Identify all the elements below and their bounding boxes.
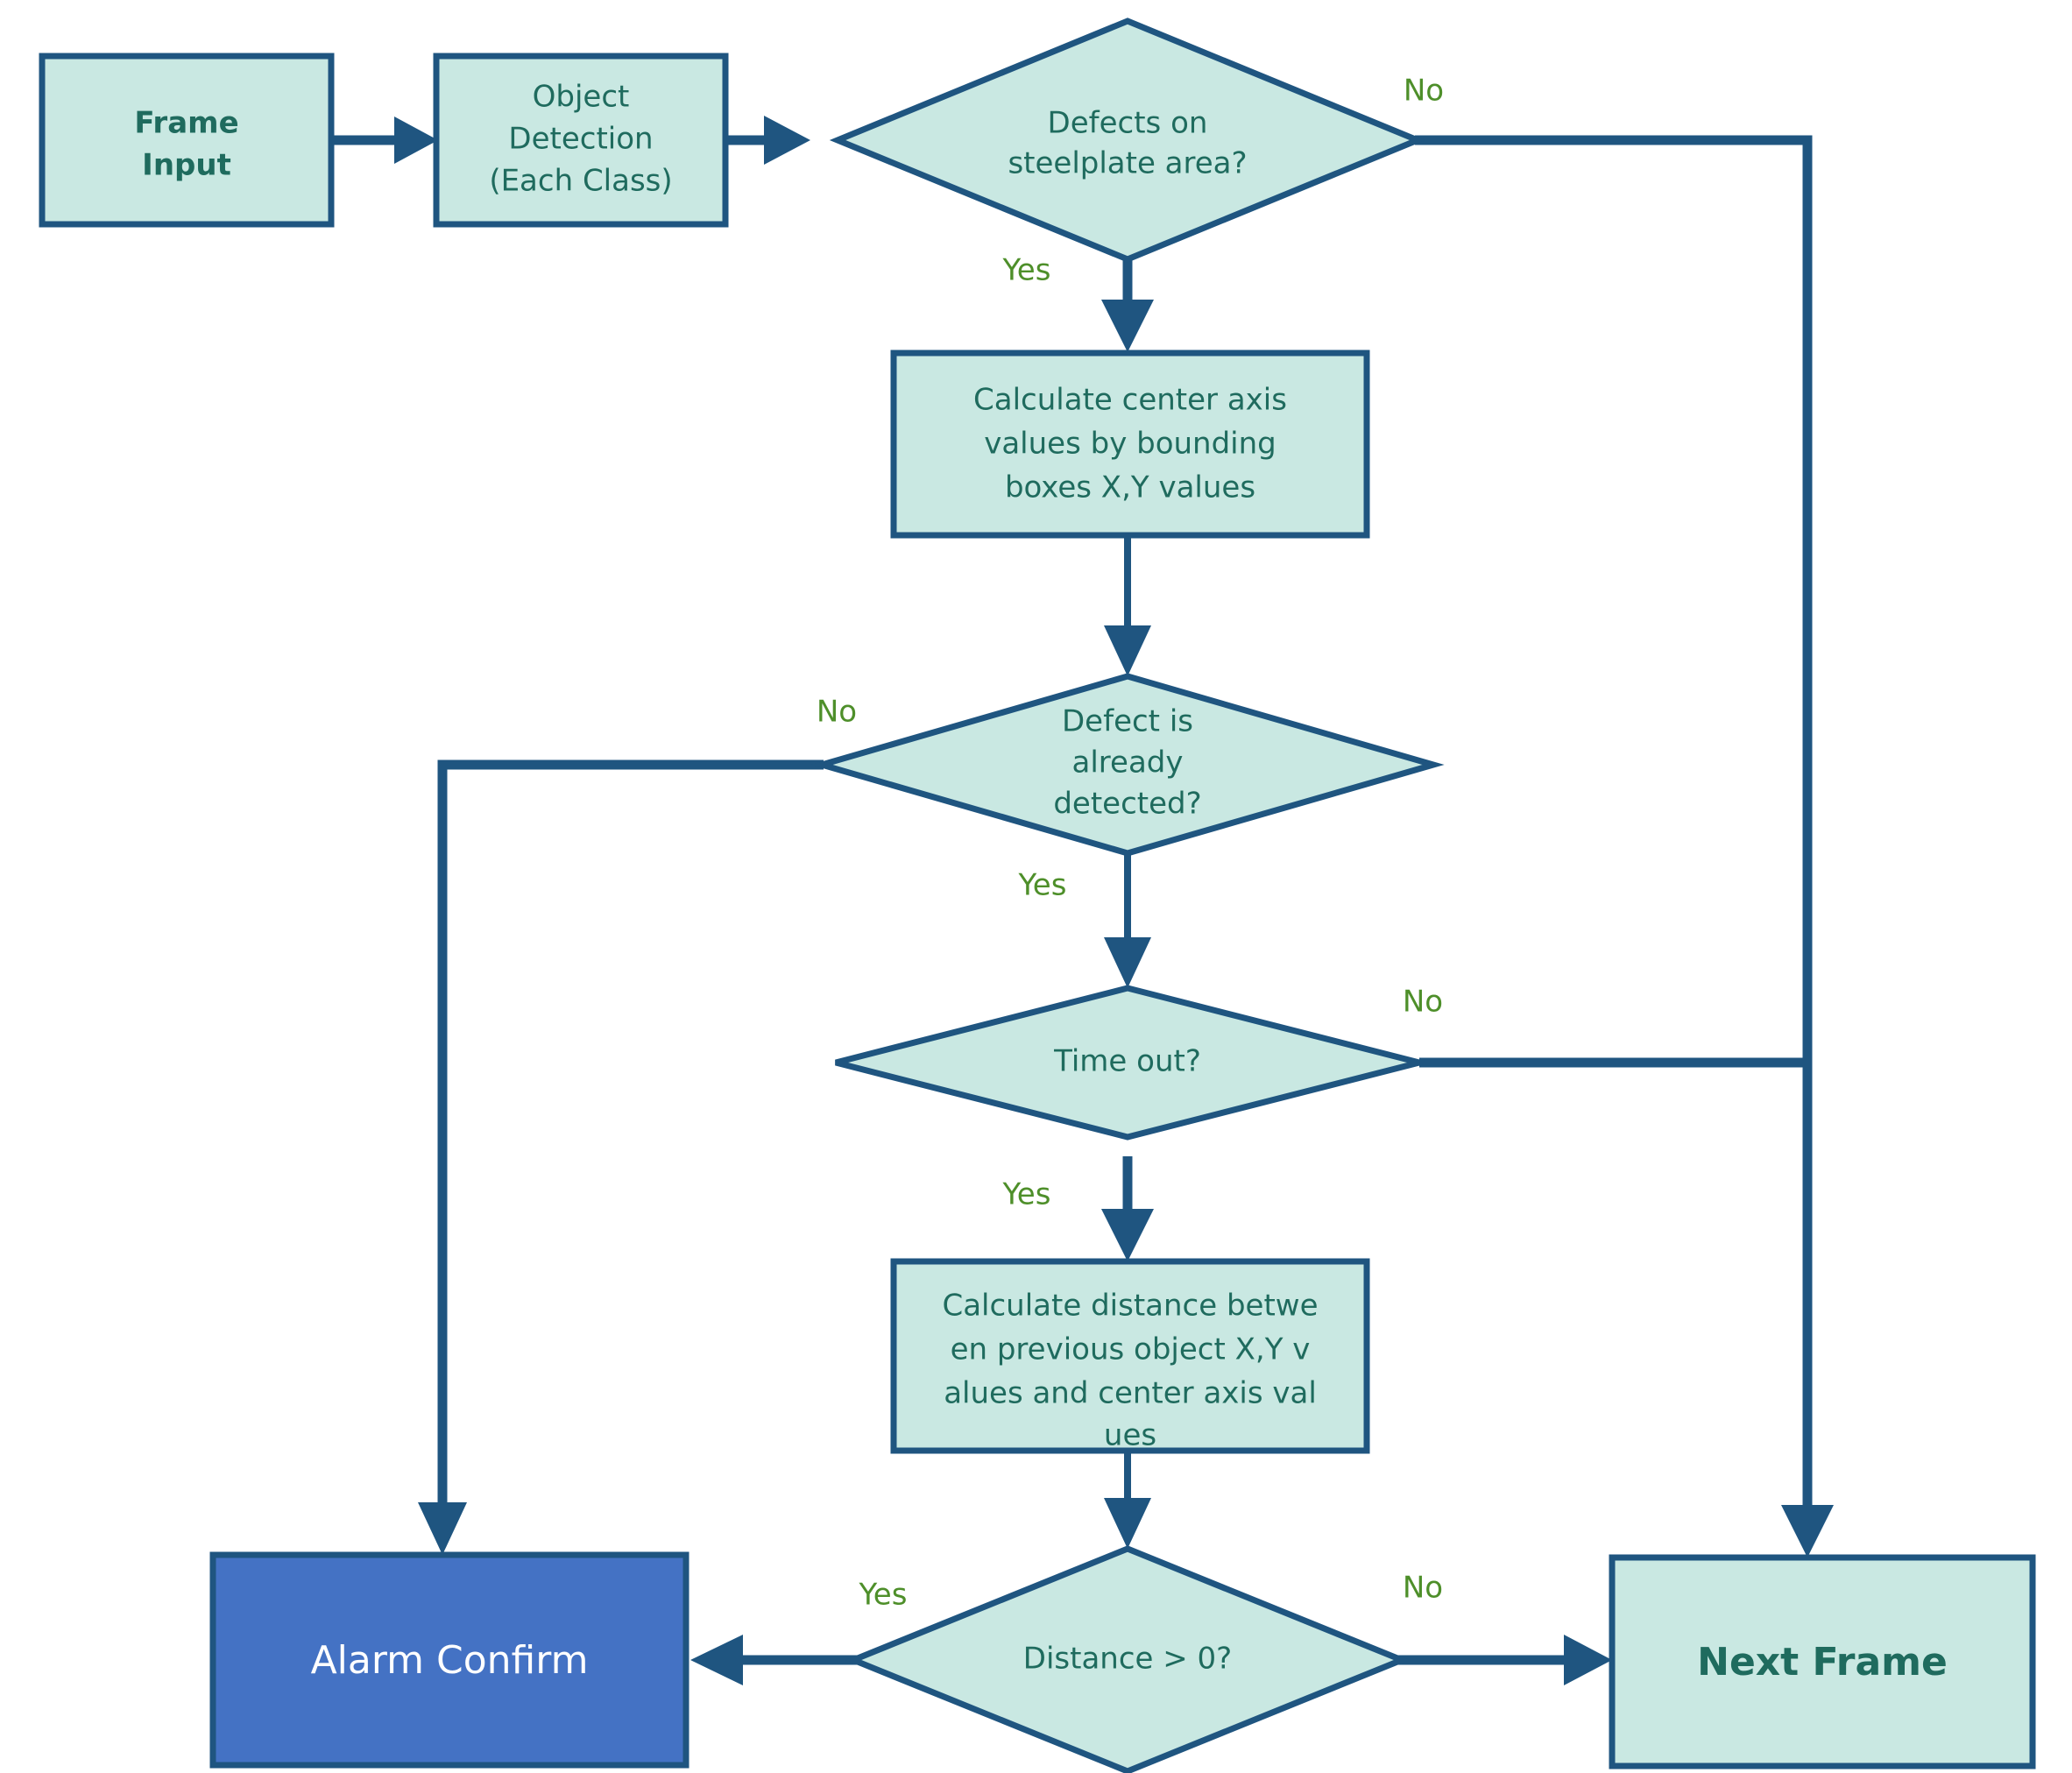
node-timeout-decision[interactable]: Time out? — [835, 985, 1420, 1141]
edge-label-already-detected-yes: Yes — [1018, 868, 1067, 903]
edge-object-detection-to-defects-decision — [727, 116, 810, 165]
node-frame-input[interactable]: Frame Input — [39, 53, 335, 228]
node-already-detected-line-2: detected? — [1053, 787, 1201, 822]
edge-calculate-distance-to-distance-decision — [1104, 1450, 1151, 1549]
node-calc-distance-line-0: Calculate distance betwe — [942, 1289, 1318, 1324]
node-object-detection-line-0: Object — [533, 80, 630, 115]
edge-label-already-detected-no: No — [817, 695, 857, 730]
node-center-axis-line-0: Calculate center axis — [973, 383, 1287, 418]
node-distance-gt-zero-decision[interactable]: Distance > 0? — [845, 1545, 1411, 1773]
edge-label-defects-yes: Yes — [1002, 253, 1051, 288]
edge-label-timeout-yes: Yes — [1002, 1177, 1051, 1212]
node-alarm-confirm[interactable]: Alarm Confirm — [209, 1551, 689, 1769]
node-already-detected-line-1: already — [1072, 745, 1184, 781]
edge-already-detected-yes-to-timeout — [1104, 854, 1151, 988]
edge-frame-input-to-object-detection — [333, 117, 438, 164]
node-frame-input-line-0: Frame — [134, 106, 238, 141]
node-calc-distance-line-2: alues and center axis val — [944, 1376, 1317, 1411]
node-defects-on-steelplate-decision[interactable]: Defects on steelplate area? — [829, 18, 1426, 263]
node-next-frame-line-0: Next Frame — [1697, 1640, 1948, 1685]
edge-label-defects-no: No — [1404, 74, 1444, 109]
node-calc-distance-line-3: ues — [1104, 1418, 1156, 1453]
node-calculate-center-axis[interactable]: Calculate center axis values by bounding… — [890, 350, 1370, 539]
node-defects-line-1: steelplate area? — [1008, 146, 1247, 181]
edge-label-timeout-no: No — [1403, 985, 1443, 1020]
node-alarm-confirm-line-0: Alarm Confirm — [311, 1638, 589, 1683]
edge-center-axis-to-already-detected — [1104, 536, 1151, 676]
node-object-detection[interactable]: Object Detection (Each Class) — [433, 53, 729, 228]
edge-label-distance-yes: Yes — [859, 1578, 908, 1613]
edge-defects-no-to-next-frame — [1415, 135, 1834, 1558]
edge-label-distance-no: No — [1403, 1571, 1443, 1606]
node-already-detected-line-0: Defect is — [1062, 704, 1193, 739]
node-calc-distance-line-1: en previous object X,Y v — [951, 1332, 1311, 1367]
edge-already-detected-no-to-alarm-confirm — [418, 759, 824, 1555]
node-calculate-distance[interactable]: Calculate distance betwe en previous obj… — [890, 1258, 1370, 1454]
node-object-detection-line-2: (Each Class) — [489, 164, 672, 199]
node-distance-line-0: Distance > 0? — [1023, 1642, 1232, 1677]
node-defect-already-detected-decision[interactable]: Defect is already detected? — [810, 673, 1445, 857]
node-defects-line-0: Defects on — [1048, 106, 1208, 141]
node-center-axis-line-1: values by bounding — [984, 427, 1276, 462]
node-next-frame[interactable]: Next Frame — [1609, 1554, 2036, 1769]
node-center-axis-line-2: boxes X,Y values — [1005, 470, 1255, 505]
edge-timeout-yes-to-calculate-distance — [1101, 1156, 1154, 1261]
node-object-detection-line-1: Detection — [508, 122, 653, 157]
node-timeout-line-0: Time out? — [1053, 1044, 1201, 1079]
edge-distance-no-to-next-frame — [1380, 1635, 1612, 1685]
node-frame-input-line-1: Input — [142, 148, 231, 183]
